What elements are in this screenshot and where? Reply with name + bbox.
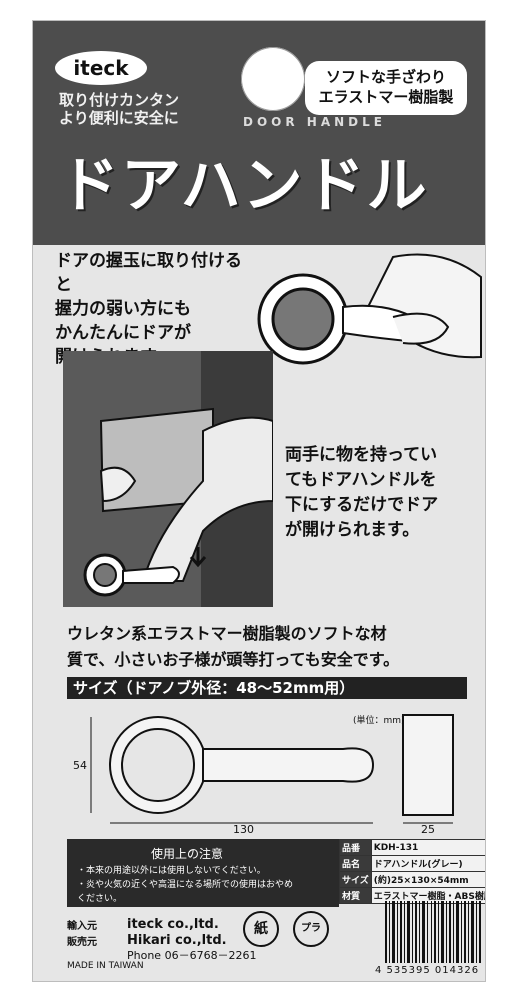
spec-table: 品番 KDH-131 品名 ドアハンドル(グレー) サイズ (約)25×130×… bbox=[339, 839, 485, 904]
usage-line: てもドアハンドルを bbox=[285, 470, 437, 490]
intro-text: ドアの握玉に取り付けると 握力の弱い方にも かんたんにドアが 開けられます。 bbox=[55, 249, 255, 369]
table-row: 品番 KDH-131 bbox=[339, 839, 485, 856]
intro-line: ドアの握玉に取り付けると bbox=[55, 251, 242, 295]
material-line: 質で、小さいお子様が頭等打っても安全です。 bbox=[67, 650, 400, 669]
package-card: iteck 取り付けカンタン より便利に安全に ソフトな手ざわり エラストマー樹… bbox=[32, 20, 486, 982]
tagline-line: 取り付けカンタン bbox=[59, 91, 239, 109]
header-band: iteck 取り付けカンタン より便利に安全に ソフトな手ざわり エラストマー樹… bbox=[33, 21, 485, 245]
dim-length: 130 bbox=[233, 823, 254, 835]
table-row: サイズ (約)25×130×54mm bbox=[339, 871, 485, 888]
material-line: ウレタン系エラストマー樹脂製のソフトな材 bbox=[67, 624, 387, 643]
spec-value: (約)25×130×54mm bbox=[370, 871, 485, 888]
product-title: ドアハンドル bbox=[59, 151, 429, 221]
spec-value: エラストマー樹脂・ABS樹脂 bbox=[370, 887, 485, 904]
dimension-diagram: 54 130 25 (単位：mm) bbox=[73, 714, 454, 835]
importer-label: 輸入元 bbox=[67, 921, 97, 932]
spec-key: 材質 bbox=[339, 887, 372, 904]
warning-title: 使用上の注意 bbox=[151, 847, 224, 861]
barcode bbox=[385, 901, 481, 963]
usage-line: が開けられます。 bbox=[285, 520, 420, 540]
feature-line: エラストマー樹脂製 bbox=[318, 88, 454, 106]
intro-line: かんたんにドアが bbox=[55, 323, 191, 343]
tagline: 取り付けカンタン より便利に安全に bbox=[59, 91, 239, 127]
size-label: サイズ（ドアノブ外径：48〜52mm用） bbox=[67, 677, 467, 699]
tagline-line: より便利に安全に bbox=[59, 109, 239, 127]
feature-badge: ソフトな手ざわり エラストマー樹脂製 bbox=[305, 61, 467, 115]
plastic-recycle-icon: プラ bbox=[293, 911, 329, 947]
warning-box: 使用上の注意 ・本来の用途以外には使用しないでください。 ・炎や火気の近くや高温… bbox=[67, 839, 339, 907]
table-row: 材質 エラストマー樹脂・ABS樹脂 bbox=[339, 887, 485, 904]
seller-name: Hikari co.,ltd. bbox=[127, 933, 227, 948]
spec-value: KDH-131 bbox=[370, 839, 485, 856]
dim-depth: 25 bbox=[421, 823, 435, 835]
usage-line: 下にするだけでドア bbox=[285, 495, 439, 515]
intro-line: 握力の弱い方にも bbox=[55, 299, 191, 319]
brand-logo: iteck bbox=[55, 51, 147, 85]
warning-line: ください。 bbox=[77, 894, 123, 904]
importer-name: iteck co.,ltd. bbox=[127, 917, 219, 932]
spec-key: サイズ bbox=[339, 871, 372, 888]
usage-line: 両手に物を持ってい bbox=[285, 445, 438, 465]
paper-recycle-icon: 紙 bbox=[243, 911, 279, 947]
dim-height: 54 bbox=[73, 759, 87, 772]
phone-number: Phone 06－6768－2261 bbox=[127, 949, 257, 962]
usage-photo bbox=[63, 351, 273, 607]
spec-value: ドアハンドル(グレー) bbox=[370, 855, 485, 872]
barcode-number: 4 535395 014326 bbox=[375, 965, 480, 976]
spec-key: 品名 bbox=[339, 855, 372, 872]
feature-line: ソフトな手ざわり bbox=[325, 68, 446, 86]
dim-unit: (単位：mm) bbox=[353, 714, 405, 726]
hand-handle-illustration bbox=[257, 253, 482, 365]
warning-line: ・本来の用途以外には使用しないでください。 bbox=[77, 866, 266, 876]
spec-key: 品番 bbox=[339, 839, 372, 856]
english-title: DOOR HANDLE bbox=[243, 115, 386, 129]
seller-label: 販売元 bbox=[67, 937, 97, 948]
warning-line: ・炎や火気の近くや高温になる場所での使用はおやめ bbox=[77, 880, 294, 890]
usage-text: 両手に物を持ってい てもドアハンドルを 下にするだけでドア が開けられます。 bbox=[285, 443, 481, 543]
material-text: ウレタン系エラストマー樹脂製のソフトな材 質で、小さいお子様が頭等打っても安全で… bbox=[67, 621, 485, 673]
table-row: 品名 ドアハンドル(グレー) bbox=[339, 855, 485, 872]
hang-hole bbox=[241, 47, 305, 111]
importer-row: 輸入元 iteck co.,ltd. bbox=[67, 917, 219, 932]
seller-row: 販売元 Hikari co.,ltd. bbox=[67, 933, 227, 948]
made-in-label: MADE IN TAIWAN bbox=[67, 961, 144, 971]
